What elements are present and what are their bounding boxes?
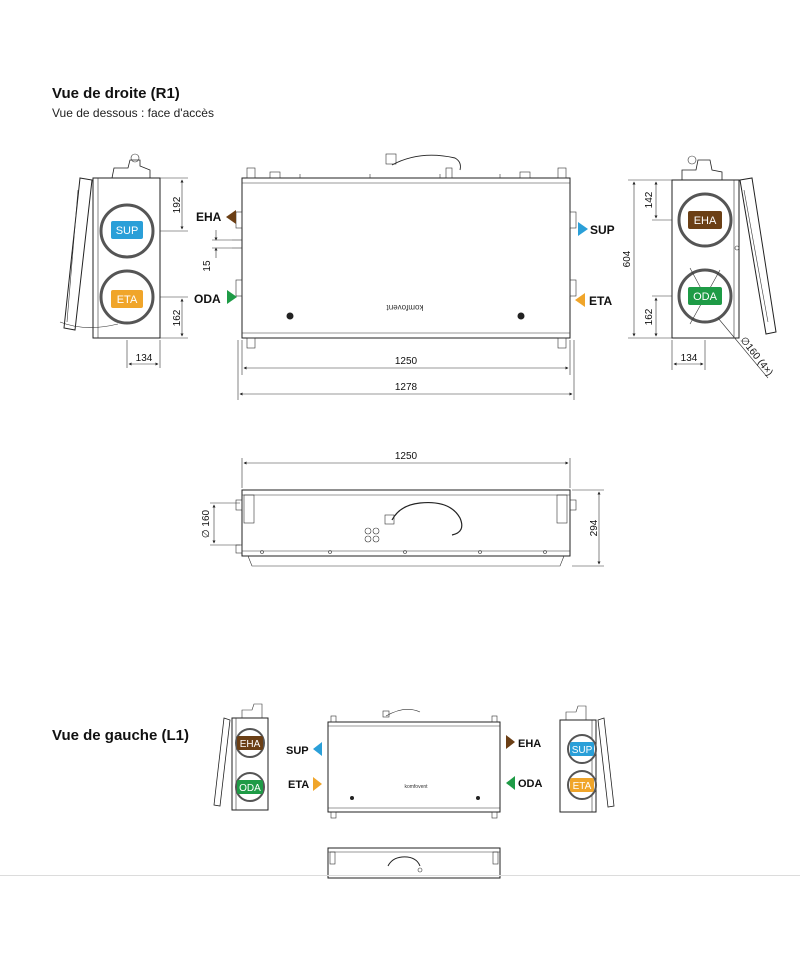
r1-left-side-view — [59, 153, 188, 368]
svg-text:ETA: ETA — [589, 294, 612, 308]
svg-text:ETA: ETA — [117, 294, 138, 306]
eta-port-right: ETA — [575, 293, 612, 308]
sup-port-right: SUP — [578, 222, 615, 237]
oda-badge-l1-left: ODA — [237, 780, 263, 794]
dim-192: 192 — [172, 196, 183, 213]
svg-text:ODA: ODA — [693, 291, 718, 303]
svg-text:SUP: SUP — [116, 225, 139, 237]
eta-port-l1: ETA — [288, 777, 322, 791]
title-left-view: Vue de gauche (L1) — [52, 727, 189, 744]
dim-15: 15 — [202, 260, 213, 272]
svg-text:SUP: SUP — [590, 223, 615, 237]
svg-text:EHA: EHA — [240, 739, 261, 750]
svg-text:EHA: EHA — [694, 215, 717, 227]
svg-text:SUP: SUP — [286, 745, 309, 757]
title-right-view: Vue de droite (R1) — [52, 85, 180, 102]
svg-text:EHA: EHA — [196, 210, 222, 224]
subtitle-access-face: Vue de dessous : face d'accès — [52, 106, 214, 120]
dim-294: 294 — [589, 519, 600, 536]
dim-134-left: 134 — [136, 353, 153, 364]
eta-badge-r1-left: ETA — [111, 290, 143, 308]
svg-text:ETA: ETA — [573, 781, 592, 792]
eha-badge-r1-right: EHA — [688, 211, 722, 229]
dim-142: 142 — [644, 191, 655, 208]
oda-port-l1: ODA — [506, 776, 543, 790]
brand-logo-front-small: komfovent — [404, 784, 428, 790]
brand-logo-front: komfovent — [386, 303, 424, 312]
dim-162-left: 162 — [172, 309, 183, 326]
dim-diameter-160: ∅ 160 — [201, 509, 212, 538]
oda-badge-r1-right: ODA — [688, 287, 722, 305]
sup-badge-r1-left: SUP — [111, 221, 143, 239]
dim-1250-front: 1250 — [395, 356, 418, 367]
l1-bottom-view-partial — [327, 847, 501, 879]
r1-bottom-view — [210, 458, 604, 567]
svg-text:SUP: SUP — [572, 745, 593, 756]
l1-right-side-view — [559, 705, 615, 813]
eha-port-left: EHA — [196, 210, 236, 224]
eha-badge-l1-left: EHA — [237, 736, 263, 750]
eta-badge-l1-right: ETA — [570, 778, 594, 792]
dim-162-right: 162 — [644, 308, 655, 325]
l1-left-side-view — [213, 703, 269, 811]
oda-port-left: ODA — [194, 290, 237, 306]
page-separator — [0, 875, 800, 876]
dim-134-right: 134 — [681, 353, 698, 364]
svg-text:ODA: ODA — [518, 778, 543, 790]
dim-1250-bottom: 1250 — [395, 451, 418, 462]
dim-diameter-160-4x: ∅160 (4×) — [738, 335, 775, 378]
r1-front-view — [212, 153, 577, 400]
dim-1278: 1278 — [395, 382, 418, 393]
eha-port-l1: EHA — [506, 735, 541, 750]
svg-text:ODA: ODA — [194, 292, 221, 306]
dim-604: 604 — [622, 250, 633, 267]
svg-text:ODA: ODA — [239, 783, 261, 794]
svg-text:EHA: EHA — [518, 738, 541, 750]
sup-port-l1: SUP — [286, 742, 322, 757]
sup-badge-l1-right: SUP — [570, 742, 594, 756]
svg-text:ETA: ETA — [288, 779, 309, 791]
l1-front-view — [327, 708, 501, 819]
